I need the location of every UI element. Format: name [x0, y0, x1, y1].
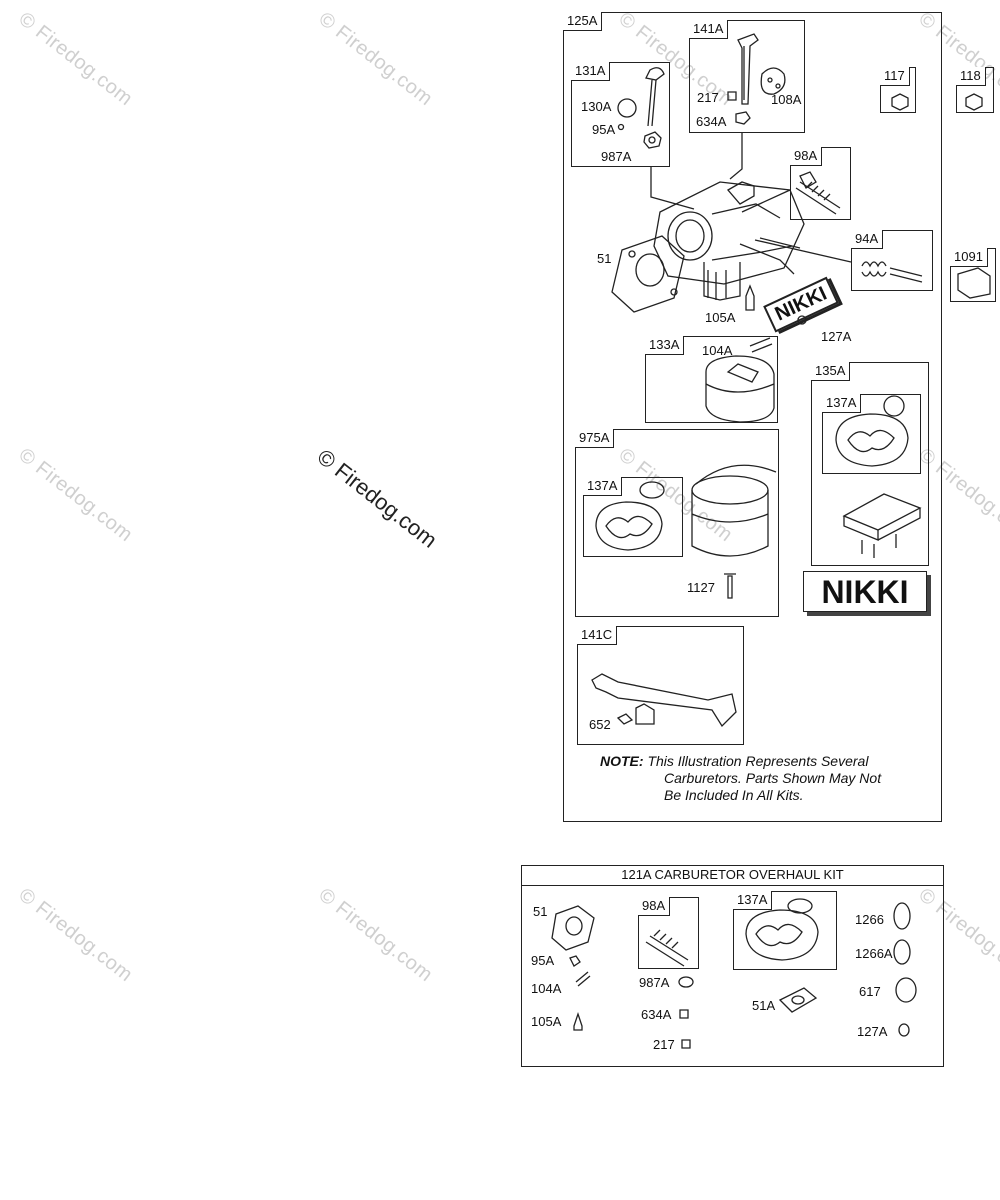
part-label: 617: [859, 984, 881, 999]
group-label: 98A: [638, 897, 671, 916]
group-label-125A: 125A: [563, 12, 603, 31]
watermark: © Firedog.com: [14, 444, 137, 547]
watermark-center: © Firedog.com: [312, 444, 442, 553]
part-label: 105A: [705, 310, 736, 325]
group-label: 118: [956, 67, 986, 86]
watermark: © Firedog.com: [14, 884, 137, 987]
group-98A: 98A: [790, 147, 851, 220]
group-label: 133A: [645, 336, 685, 355]
part-label: 95A: [531, 953, 555, 968]
note-line: Carburetors. Parts Shown May Not: [664, 770, 882, 786]
note-label: NOTE:: [600, 753, 644, 769]
group-label: 131A: [571, 62, 611, 81]
group-label: 94A: [851, 230, 884, 249]
part-label: 95A: [592, 122, 616, 137]
kit-group-98A: 98A: [638, 897, 699, 969]
part-label: 1266: [855, 912, 884, 927]
main-diagram-box: 125A: [563, 12, 942, 822]
part-label: 108A: [771, 92, 802, 107]
group-label: 135A: [811, 362, 851, 381]
part-label: 127A: [821, 329, 852, 344]
part-1091-box: 1091: [950, 248, 996, 302]
group-label: 1091: [950, 248, 988, 267]
group-label: 98A: [790, 147, 823, 166]
watermark: © Firedog.com: [14, 8, 137, 111]
part-label: 634A: [696, 114, 727, 129]
group-141C: 141C: [577, 626, 744, 745]
group-137A: 137A: [583, 477, 683, 557]
part-label: 1266A: [855, 946, 893, 961]
part-label: 51: [597, 251, 612, 266]
kit-group-137A: 137A: [733, 891, 837, 970]
brand-nikki: NIKKI: [803, 571, 927, 612]
overhaul-kit-box: [521, 865, 944, 1067]
part-label: 130A: [581, 99, 612, 114]
group-label: 141C: [577, 626, 618, 645]
part-118-box: 118: [956, 67, 994, 113]
group-label: 141A: [689, 20, 729, 39]
group-label: 137A: [733, 891, 773, 910]
group-label: 137A: [583, 477, 623, 496]
part-label: 217: [697, 90, 719, 105]
part-label: 51A: [752, 998, 776, 1013]
group-label: 117: [880, 67, 910, 86]
part-label: 217: [653, 1037, 675, 1052]
part-label: 987A: [639, 975, 670, 990]
group-label: 137A: [822, 394, 862, 413]
watermark: © Firedog.com: [314, 884, 437, 987]
group-94A: 94A: [851, 230, 933, 291]
part-117-box: 117: [880, 67, 916, 113]
part-label: 634A: [641, 1007, 672, 1022]
watermark: © Firedog.com: [314, 8, 437, 111]
part-label: 987A: [601, 149, 632, 164]
group-975A: 975A: [575, 429, 779, 617]
group-131A: 131A: [571, 62, 670, 167]
part-label: 104A: [702, 343, 733, 358]
part-label: 652: [589, 717, 611, 732]
part-label: 104A: [531, 981, 562, 996]
overhaul-kit-title: 121A CARBURETOR OVERHAUL KIT: [521, 865, 944, 886]
group-label: 975A: [575, 429, 615, 448]
note-text: NOTE: This Illustration Represents Sever…: [600, 753, 868, 770]
group-137A: 137A: [822, 394, 921, 474]
note-line: Be Included In All Kits.: [664, 787, 804, 803]
part-label: 1127: [687, 580, 715, 595]
group-141A: 141A: [689, 20, 805, 133]
note-line: This Illustration Represents Several: [647, 753, 869, 769]
part-label: 127A: [857, 1024, 888, 1039]
part-label: 105A: [531, 1014, 562, 1029]
group-135A: 135A: [811, 362, 929, 566]
part-label: 51: [533, 904, 548, 919]
